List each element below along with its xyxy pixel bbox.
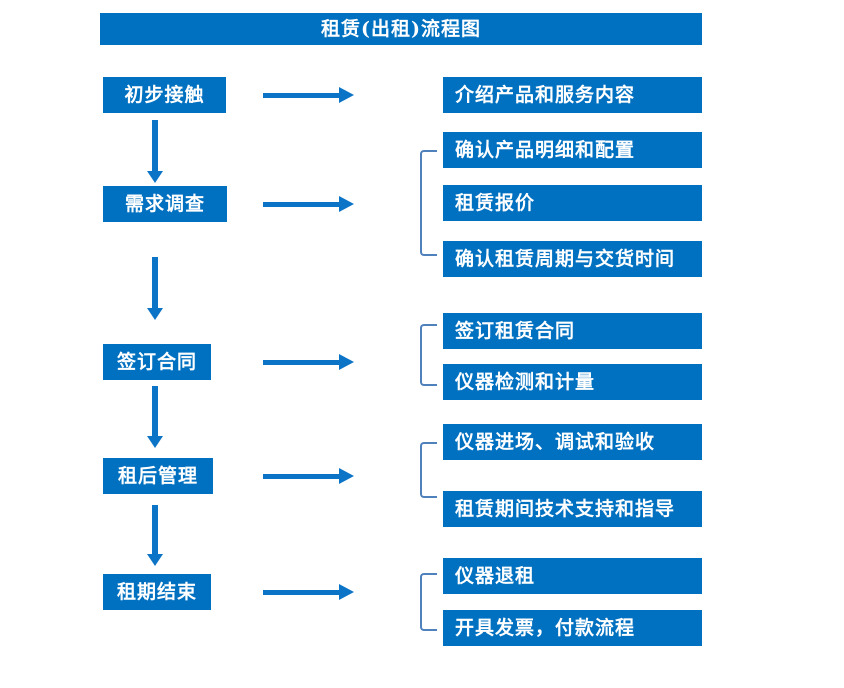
arrow-down-icon: [147, 386, 163, 448]
diagram-title: 租赁(出租)流程图: [100, 13, 702, 45]
step-box-lease-end: 租期结束: [103, 574, 211, 610]
output-box-rental-quote: 租赁报价: [443, 185, 702, 221]
arrow-right-icon: [263, 584, 354, 600]
arrow-right-icon: [263, 468, 354, 484]
arrow-down-icon: [147, 505, 163, 566]
group-bracket: [420, 150, 437, 256]
output-box-instrument-testing: 仪器检测和计量: [443, 364, 702, 400]
output-box-confirm-details: 确认产品明细和配置: [443, 132, 702, 168]
group-bracket: [420, 442, 437, 498]
output-box-sign-rental-contract: 签订租赁合同: [443, 313, 702, 349]
output-box-tech-support: 租赁期间技术支持和指导: [443, 491, 702, 527]
arrow-right-icon: [263, 196, 354, 212]
output-box-introduce-products: 介绍产品和服务内容: [443, 77, 702, 113]
output-box-instrument-return: 仪器退租: [443, 558, 702, 594]
arrow-right-icon: [263, 87, 354, 103]
group-bracket: [420, 324, 437, 386]
step-box-initial-contact: 初步接触: [103, 77, 226, 113]
arrow-down-icon: [147, 120, 163, 183]
step-box-demand-survey: 需求调查: [103, 186, 227, 222]
arrow-right-icon: [263, 354, 354, 370]
output-box-confirm-period: 确认租赁周期与交货时间: [443, 241, 702, 277]
output-box-invoice-payment: 开具发票，付款流程: [443, 610, 702, 646]
arrow-down-icon: [147, 257, 163, 320]
output-box-instrument-setup: 仪器进场、调试和验收: [443, 424, 702, 460]
group-bracket: [420, 573, 437, 631]
step-box-post-rental-mgmt: 租后管理: [103, 458, 213, 494]
step-box-sign-contract: 签订合同: [103, 344, 211, 380]
